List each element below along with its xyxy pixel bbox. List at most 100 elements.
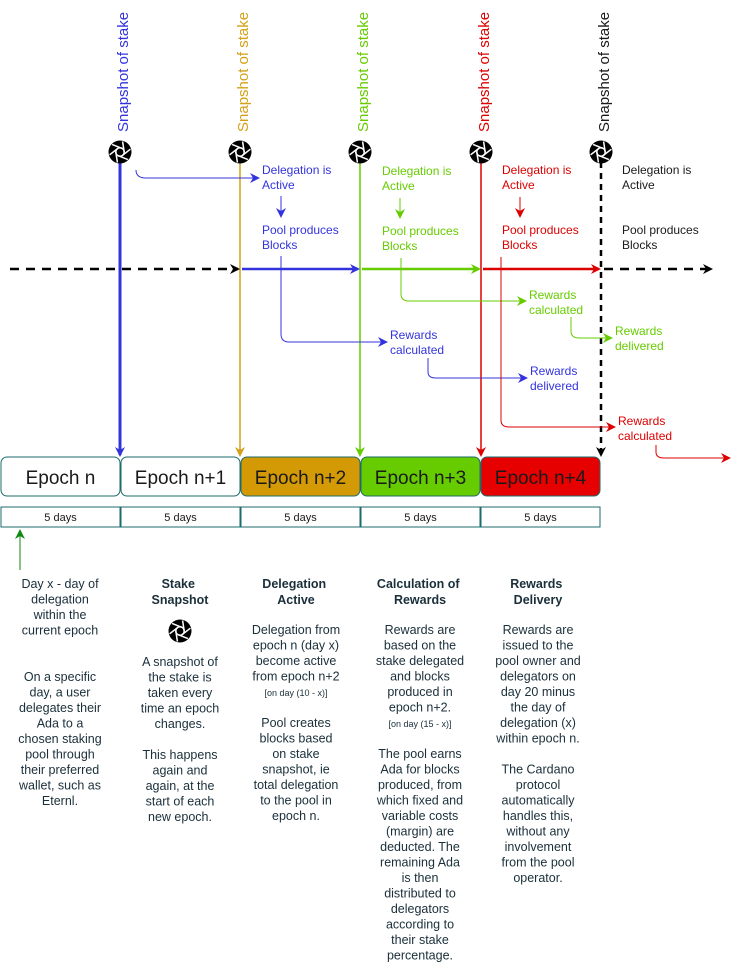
column-text-line: based on the	[384, 639, 456, 653]
column-text-line: [on day (10 - x)]	[264, 688, 327, 698]
column-text-line: produced, from	[378, 778, 462, 792]
column-text-line: from epoch n+2	[252, 670, 339, 684]
column-text-line: the day of	[511, 701, 566, 715]
column-text-line: their stake	[391, 933, 449, 947]
duration-box	[480, 506, 601, 528]
column-text-line: distributed to	[384, 887, 456, 901]
column-text-line: their preferred	[21, 763, 100, 777]
epoch-box-n4	[480, 456, 601, 497]
column-text-line: delegates their	[19, 701, 101, 715]
epoch-label-n2: Epoch n+2	[255, 468, 346, 489]
column-text-line: blocks based	[260, 732, 333, 746]
column-text-line: to the pool in	[260, 794, 332, 808]
duration-row: 5 days 5 days 5 days 5 days 5 days	[0, 506, 601, 528]
column-text-line: total delegation	[254, 778, 339, 792]
column-text-line: This happens	[142, 748, 217, 762]
column-text-line: epoch n (day x)	[253, 639, 339, 653]
column-text-line: handles this,	[503, 809, 573, 823]
flow-label-delegation-active-red: Delegation is Active	[502, 163, 575, 192]
flow-connector-green-deliver	[570, 317, 613, 343]
column-text-line: Pool creates	[261, 716, 330, 730]
column-text-line: on stake	[272, 747, 319, 761]
duration-box	[240, 506, 361, 528]
column-text-line: time an epoch	[141, 702, 220, 716]
flow-connector-blue-delegation	[135, 169, 260, 183]
column-text-line: within epoch n.	[495, 732, 579, 746]
epoch-box-n	[0, 456, 121, 497]
column-text-line: start of each	[146, 795, 215, 809]
column-text-line: epoch n.	[272, 809, 320, 823]
column-text-line: wallet, such as	[18, 779, 101, 793]
column-text-line: pool owner and	[495, 654, 581, 668]
flow-label-rewards-calculated-red: Rewards calculated	[618, 414, 672, 443]
column-text-line: operator.	[513, 871, 562, 885]
column-text-line: On a specific	[24, 670, 96, 684]
duration-label: 5 days	[284, 512, 317, 524]
epoch-label-n3: Epoch n+3	[375, 468, 466, 489]
flow-label-pool-produces-blue: Pool produces Blocks	[262, 223, 342, 252]
column-text-line: Ada for blocks	[380, 763, 459, 777]
flow-connector-blue-deliver	[427, 358, 528, 383]
column-text-line: is then	[402, 871, 439, 885]
camera-shutter-icon	[228, 140, 252, 164]
column-text-line: protocol	[516, 778, 560, 792]
epoch-label-n1: Epoch n+1	[135, 468, 226, 489]
column-text-line: produced in	[387, 685, 452, 699]
epoch-box-n1	[120, 456, 241, 497]
column-heading-calculation-of-rewards: Calculation of Rewards	[377, 577, 463, 607]
column-text-line: from the pool	[502, 856, 575, 870]
duration-label: 5 days	[404, 512, 437, 524]
flow-label-rewards-delivered-blue: Rewards delivered	[530, 364, 581, 393]
snapshot-label-1: Snapshot of stake	[115, 12, 132, 132]
flow-label-pool-produces-black: Pool produces Blocks	[622, 223, 702, 252]
column-text-line: deducted. The	[380, 840, 460, 854]
column-text-line: current epoch	[22, 624, 98, 638]
column-text-line: and blocks	[390, 670, 450, 684]
duration-label: 5 days	[524, 512, 557, 524]
column-heading-stake-snapshot: Stake Snapshot	[152, 577, 210, 607]
flow-connector-green-calc	[400, 258, 527, 306]
column-text-line: new epoch.	[148, 810, 212, 824]
epoch-row: Epoch n Epoch n+1 Epoch n+2 Epoch n+3 Ep…	[0, 456, 601, 497]
column-text-line: within the	[33, 608, 87, 622]
column-text-line: delegators	[391, 902, 449, 916]
column-text-line: issued to the	[503, 639, 574, 653]
flow-label-rewards-calculated-blue: Rewards calculated	[390, 328, 444, 357]
flow-label-delegation-active-blue: Delegation is Active	[262, 163, 335, 192]
camera-shutter-icon	[469, 140, 493, 164]
column-heading-rewards-delivery: Rewards Delivery	[510, 577, 566, 607]
column-text-line: according to	[386, 918, 454, 932]
column-text-line: Rewards are	[503, 623, 574, 637]
column-text-line: The Cardano	[502, 763, 575, 777]
epoch-box-n3	[360, 456, 481, 497]
column-text-line: delegation (x)	[500, 716, 576, 730]
column-text-line: A snapshot of	[142, 655, 218, 669]
camera-shutter-icon	[589, 140, 613, 164]
column-text-line: Day x - day of	[21, 577, 99, 591]
duration-box	[120, 506, 241, 528]
column-text-line: Rewards are	[385, 623, 456, 637]
column-text-line: involvement	[505, 840, 572, 854]
column-text-line: automatically	[502, 794, 576, 808]
column-text-line: [on day (15 - x)]	[388, 719, 451, 729]
column-text-line: again and	[153, 764, 208, 778]
camera-shutter-icon	[168, 619, 192, 643]
flow-label-pool-produces-red: Pool produces Blocks	[502, 223, 582, 252]
flow-label-delegation-active-black: Delegation is Active	[622, 163, 695, 192]
flow-label-pool-produces-green: Pool produces Blocks	[382, 224, 462, 253]
column-text-line: percentage.	[387, 949, 453, 963]
column-text-line: remaining Ada	[380, 856, 460, 870]
column-text-line: which fixed and	[376, 794, 463, 808]
flow-connector-red-deliver	[655, 445, 731, 463]
column-text-line: variable costs	[382, 809, 458, 823]
column-text-line: Eternl.	[42, 794, 78, 808]
column-text-line: delegators on	[500, 670, 576, 684]
epoch-label-n: Epoch n	[26, 468, 96, 489]
